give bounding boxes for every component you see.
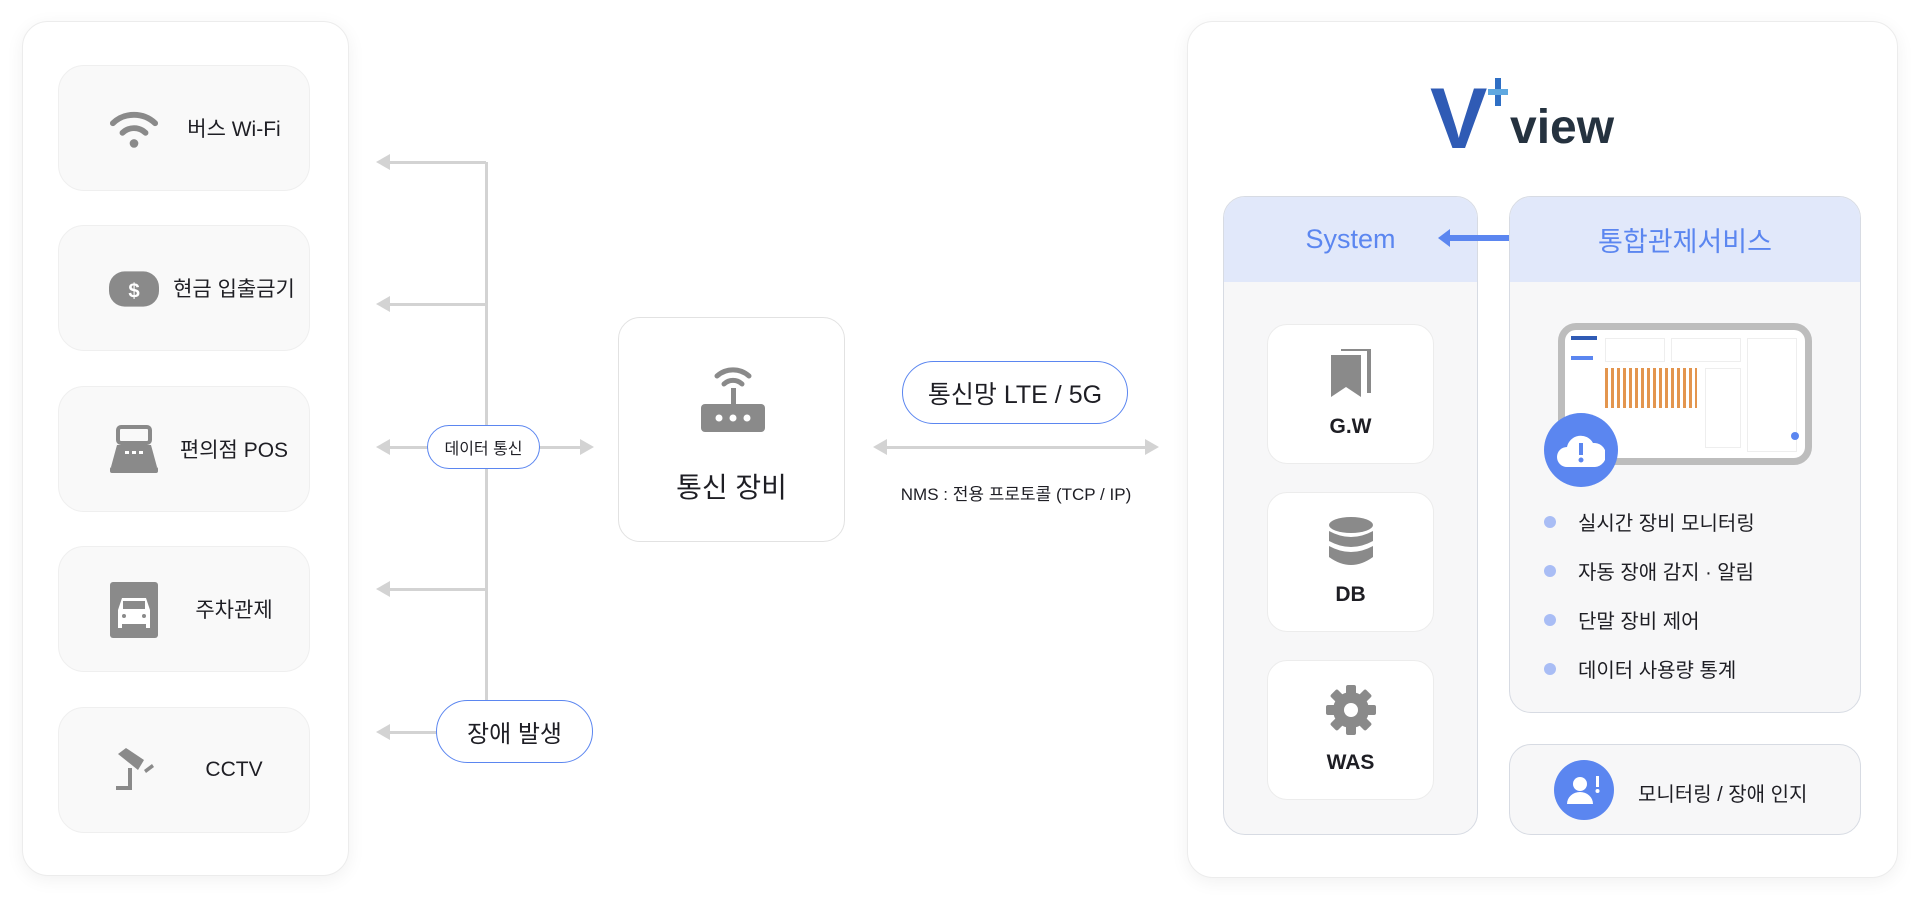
svg-text:$: $ <box>128 280 140 302</box>
connector <box>388 161 486 164</box>
data-comm-label: 데이터 통신 <box>427 425 540 469</box>
network-link <box>886 446 1146 449</box>
feature-item: 단말 장비 제어 <box>1544 605 1700 634</box>
car-parking-icon <box>109 582 159 638</box>
connector <box>388 303 486 306</box>
bookmark-icon <box>1268 349 1433 397</box>
bullet-icon <box>1544 564 1556 577</box>
router-icon <box>699 362 767 439</box>
gear-icon <box>1268 685 1433 735</box>
arrow-left-icon <box>376 581 390 597</box>
bullet-icon <box>1544 515 1556 528</box>
device-card-parking[interactable]: 주차관제 <box>58 546 310 672</box>
device-label: CCTV <box>205 758 263 781</box>
service-title: 통합관제서비스 <box>1510 197 1860 282</box>
arrow-left-icon <box>376 296 390 312</box>
bullet-icon <box>1544 662 1556 675</box>
bullet-icon <box>1544 613 1556 626</box>
cctv-icon <box>109 746 159 796</box>
vview-logo: V view <box>1430 71 1615 167</box>
cloud-alert-icon <box>1544 413 1618 487</box>
system-title: System <box>1224 197 1477 282</box>
device-label: 편의점 POS <box>179 439 289 462</box>
system-item-db[interactable]: DB <box>1267 492 1434 632</box>
wifi-icon <box>109 104 159 154</box>
sync-arrow-icon <box>1436 227 1552 254</box>
pos-register-icon <box>109 425 159 475</box>
plus-icon <box>1488 78 1508 106</box>
comm-device-box[interactable]: 통신 장비 <box>618 317 845 542</box>
monitoring-label: 모니터링 / 장애 인지 <box>1638 784 1808 806</box>
failure-label: 장애 발생 <box>436 700 593 763</box>
user-alert-icon <box>1554 760 1614 820</box>
network-label: 통신망 LTE / 5G <box>902 361 1128 424</box>
cash-icon: $ <box>109 264 159 314</box>
feature-item: 자동 장애 감지 · 알림 <box>1544 556 1754 585</box>
device-label: 현금 입출금기 <box>173 278 295 301</box>
device-label: 버스 Wi-Fi <box>187 118 281 141</box>
connector <box>388 731 448 734</box>
device-card-pos[interactable]: 편의점 POS <box>58 386 310 512</box>
device-label: 주차관제 <box>195 599 273 622</box>
arrow-right-icon <box>580 439 594 455</box>
comm-device-label: 통신 장비 <box>676 472 787 503</box>
feature-item: 데이터 사용량 통계 <box>1544 654 1736 683</box>
arrow-left-icon <box>376 154 390 170</box>
arrow-left-icon <box>376 439 390 455</box>
device-card-atm[interactable]: $ 현금 입출금기 <box>58 225 310 351</box>
connector <box>388 588 486 591</box>
protocol-label: NMS : 전용 프로토콜 (TCP / IP) <box>900 485 1132 504</box>
device-card-bus-wifi[interactable]: 버스 Wi-Fi <box>58 65 310 191</box>
system-item-was[interactable]: WAS <box>1267 660 1434 800</box>
arrow-left-icon <box>376 724 390 740</box>
arrow-left-icon <box>873 439 887 455</box>
system-column: System G.W DB WAS <box>1223 196 1478 835</box>
device-card-cctv[interactable]: CCTV <box>58 707 310 833</box>
monitoring-box[interactable]: 모니터링 / 장애 인지 <box>1509 744 1861 835</box>
dashboard-preview <box>1558 323 1812 465</box>
system-item-gw[interactable]: G.W <box>1267 324 1434 464</box>
database-icon <box>1268 517 1433 567</box>
arrow-right-icon <box>1145 439 1159 455</box>
service-column: 통합관제서비스 실시간 장비 모니터링 자동 장애 감지 · 알림 단말 장비 … <box>1509 196 1861 713</box>
feature-item: 실시간 장비 모니터링 <box>1544 507 1755 536</box>
